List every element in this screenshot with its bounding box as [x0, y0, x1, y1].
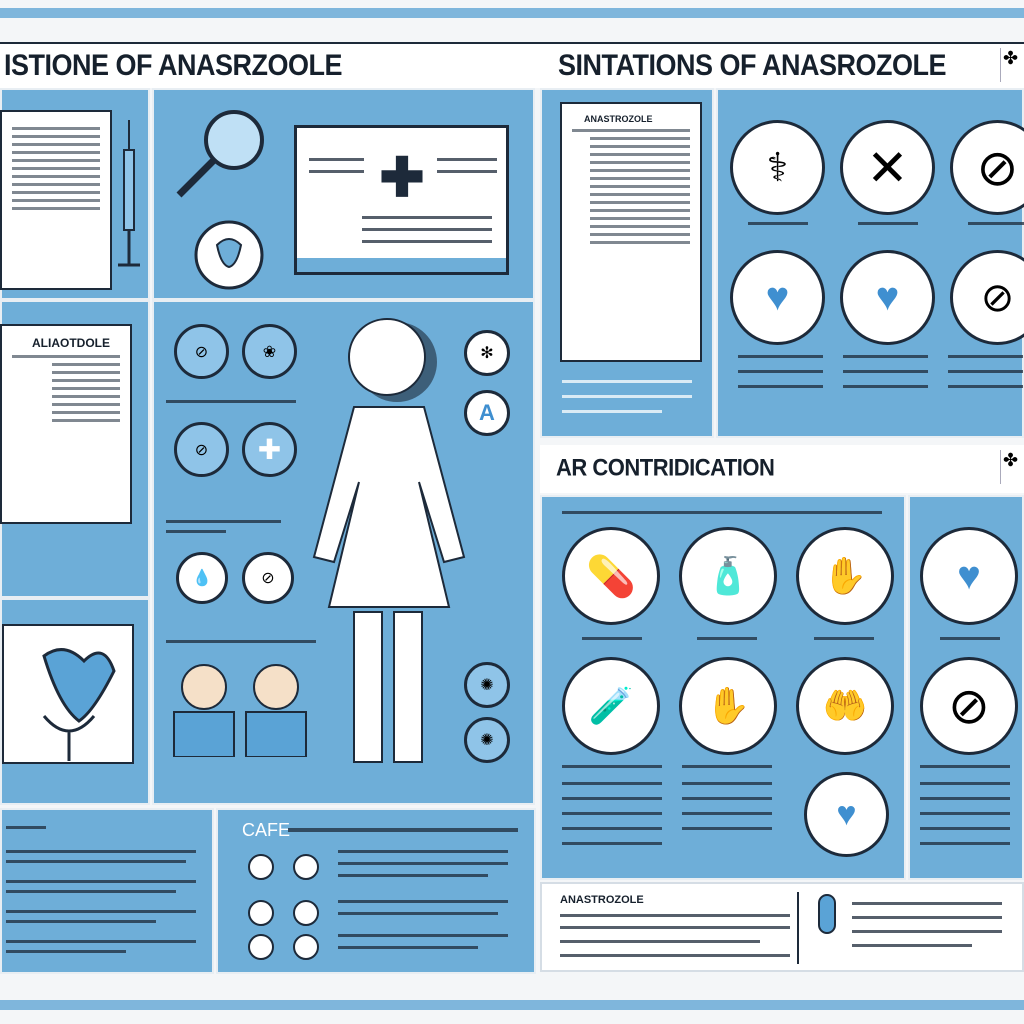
footer-label: ANASTROZOLE — [560, 894, 644, 906]
panel-care: CAFE — [216, 808, 536, 974]
no-pill-icon: ⊘ — [174, 324, 229, 379]
drug-info-document: ANASTROZOLE — [560, 102, 702, 362]
header-bar — [0, 42, 1024, 88]
left-title: ISTIONE OF ANASRZOOLE — [4, 48, 343, 82]
molecule-icon: ✻ — [464, 330, 510, 376]
panel-patient-info: ALIAOTDOLE — [0, 300, 150, 598]
health-cross-icon: ✚ — [242, 422, 297, 477]
patient-doc-label: ALIAOTDOLE — [32, 336, 110, 350]
patient-document: ALIAOTDOLE — [0, 324, 132, 524]
panel-contraindication-grid: 💊 🧴 ✋ 🧪 ✋ 🤲 ♥ — [540, 495, 906, 880]
no-organ-icon: ⊘ — [950, 250, 1024, 345]
care-icon-3 — [248, 900, 274, 926]
no-tablet-icon: ⊘ — [174, 422, 229, 477]
care-icon-2 — [293, 854, 319, 880]
no-applicator-icon: ⊘ — [920, 657, 1018, 755]
panel-heart-warnings: ♥ ⊘ — [908, 495, 1024, 880]
drug-doc-label: ANASTROZOLE — [584, 114, 653, 124]
cells-icon: ❀ — [242, 324, 297, 379]
panel-prescription — [0, 88, 150, 300]
hand-tablet-icon: ✋ — [679, 657, 777, 755]
bottom-border-strip — [0, 1000, 1024, 1010]
panel-drug-info: ANASTROZOLE — [540, 88, 714, 438]
care-icon-5 — [248, 934, 274, 960]
care-icon-1 — [248, 854, 274, 880]
no-drug-icon: ⊘ — [242, 552, 294, 604]
care-label: CAFE — [242, 820, 291, 840]
panel-hand-heart — [0, 598, 150, 805]
magnifier-icon — [176, 110, 264, 290]
syringe-icon — [118, 120, 140, 267]
letter-a-icon: A — [464, 390, 510, 436]
panel-diagnosis: ✚ — [152, 88, 535, 300]
pills-icon: 💊 — [562, 527, 660, 625]
right-title: SINTATIONS OF ANASROZOLE — [558, 48, 947, 82]
caduceus-circle-icon: ⚕ — [730, 120, 825, 215]
medical-cross-icon: ✚ — [379, 148, 425, 208]
capsule-icon — [818, 894, 836, 934]
care-icon-4 — [293, 900, 319, 926]
top-border-strip — [0, 8, 1024, 18]
footer-info-box: ANASTROZOLE — [540, 882, 1024, 972]
caduceus-icon-2: ✤ — [1000, 450, 1020, 484]
no-heart-icon: ⊘ — [950, 120, 1024, 215]
prescription-document — [0, 110, 112, 290]
medical-screen: ✚ — [294, 125, 509, 275]
panel-contraindication-icons: ⚕ ✕ ⊘ ♥ ♥ ⊘ — [716, 88, 1024, 438]
hands-ball-icon: 🤲 — [796, 657, 894, 755]
panel-notes — [0, 808, 214, 974]
care-icon-6 — [293, 934, 319, 960]
no-caduceus-icon: ✕ — [840, 120, 935, 215]
heart-pulse-icon: ♥ — [920, 527, 1018, 625]
heartbeat-icon: ♥ — [804, 772, 889, 857]
contraindication-title: AR CONTRIDICATION — [556, 453, 775, 482]
hand-vial-icon: 🧪 — [562, 657, 660, 755]
medicine-bottle-icon: 🧴 — [679, 527, 777, 625]
drop-icon: 💧 — [176, 552, 228, 604]
cells-icon-3: ✺ — [464, 717, 510, 763]
woman-figure-icon — [312, 318, 466, 763]
hand-pill-icon: ✋ — [796, 527, 894, 625]
heart-crossed-icon: ♥ — [730, 250, 825, 345]
panel-woman-health: ⊘ ❀ ⊘ ✚ 💧 ⊘ ✻ A ✺ ✺ — [152, 300, 535, 805]
cells-icon-2: ✺ — [464, 662, 510, 708]
contraindication-header — [540, 445, 1024, 493]
caduceus-icon: ✤ — [1000, 48, 1020, 82]
heart-syringe-icon: ♥ — [840, 250, 935, 345]
healthcare-workers-icon — [173, 664, 307, 757]
hand-heart-illustration — [2, 624, 134, 764]
